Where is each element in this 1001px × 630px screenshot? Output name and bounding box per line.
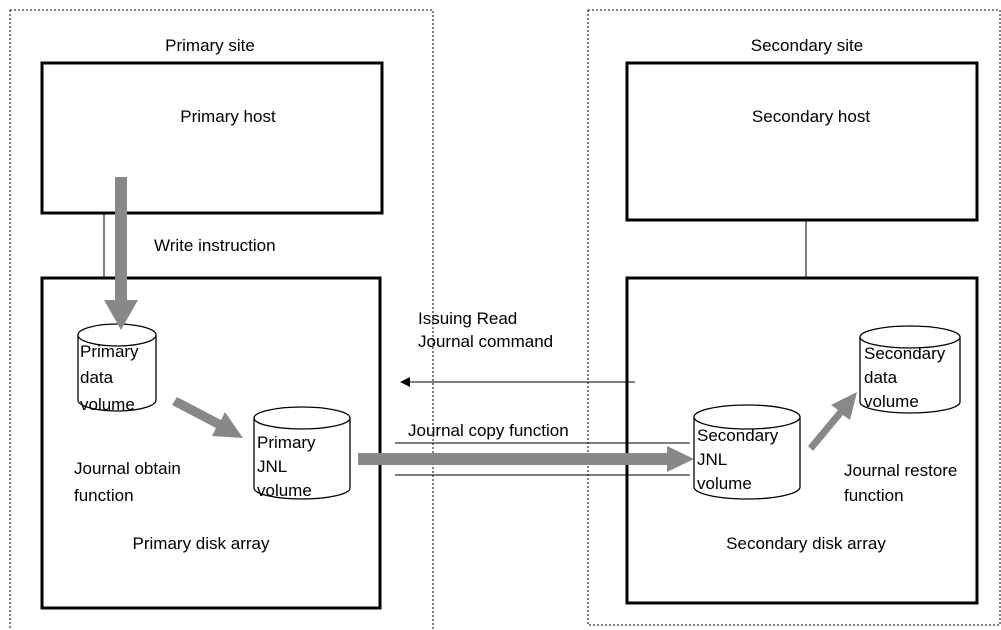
secondary-site-label: Secondary site [751, 36, 863, 55]
primary-jnl-volume-label: Primary JNL volume [257, 433, 320, 500]
journal-copy-arrow [358, 446, 694, 472]
primary-site-boundary [9, 9, 434, 630]
journal-restore-arrow [808, 392, 857, 451]
journal-obtain-function-label: Journal obtain function [74, 459, 186, 505]
journal-restore-function-label: Journal restore function [844, 461, 962, 505]
primary-disk-array-label: Primary disk array [133, 534, 270, 553]
write-instruction-arrow [104, 177, 138, 330]
secondary-jnl-volume-label: Secondary JNL volume [697, 426, 783, 493]
secondary-site-boundary [587, 9, 1001, 626]
primary-host-box [40, 61, 384, 215]
primary-data-volume-cylinder [77, 323, 157, 412]
journal-obtain-arrow [172, 397, 243, 438]
journal-copy-function-label: Journal copy function [408, 421, 569, 440]
write-instruction-label: Write instruction [154, 236, 276, 255]
read-journal-command-label: Issuing Read Journal command [418, 309, 553, 351]
primary-jnl-volume-cylinder [253, 406, 351, 500]
primary-data-volume-label: Primary data volume [80, 342, 143, 414]
secondary-host-label: Secondary host [752, 107, 870, 126]
secondary-data-volume-cylinder [859, 325, 961, 414]
primary-site-label: Primary site [165, 36, 255, 55]
secondary-jnl-volume-cylinder [693, 404, 801, 500]
secondary-host-box [625, 61, 979, 222]
secondary-disk-array-label: Secondary disk array [726, 534, 886, 553]
secondary-data-volume-label: Secondary data volume [864, 344, 950, 411]
primary-host-label: Primary host [180, 107, 276, 126]
